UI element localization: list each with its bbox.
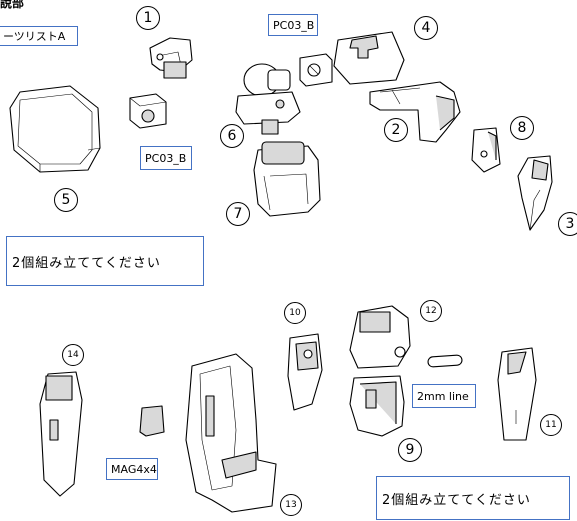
part-5-drawing: [9, 85, 101, 173]
page-title: 說部: [0, 0, 25, 10]
part-13-drawing: [185, 353, 277, 513]
magnet-label: MAG4x4: [106, 458, 158, 480]
part-4-drawing: [333, 31, 405, 85]
part-number-2: 2: [384, 118, 408, 142]
assemble-note-1: 2個組み立ててください: [6, 236, 204, 286]
part-6-drawing: [235, 63, 301, 135]
part-7-drawing: [253, 141, 321, 217]
assemble-note-2: 2個組み立ててください: [376, 476, 570, 520]
parts-list-label: ーツリストA: [0, 26, 78, 46]
part-3-drawing: [517, 155, 553, 231]
part-number-8: 8: [510, 116, 534, 140]
magnet-drawing: [139, 405, 165, 437]
part-number-11: 11: [540, 414, 562, 436]
part-2-drawing: [369, 81, 461, 143]
part-number-3: 3: [558, 212, 577, 236]
part-11-drawing: [497, 347, 537, 441]
line-label: 2mm line: [412, 384, 476, 408]
part-cube-left: [129, 93, 167, 129]
part-8-drawing: [471, 127, 501, 173]
part-number-10: 10: [284, 302, 306, 324]
part-number-13: 13: [280, 494, 302, 516]
part-1-drawing: [149, 37, 193, 79]
part-10-drawing: [287, 333, 323, 411]
part-14-drawing: [39, 371, 83, 497]
part-number-9: 9: [398, 438, 422, 462]
part-number-6: 6: [220, 124, 244, 148]
part-cube-top: [299, 53, 333, 87]
pc03-label-mid: PC03_B: [140, 146, 192, 170]
pc03-label-top: PC03_B: [268, 14, 318, 36]
part-12-drawing: [349, 305, 411, 369]
rod-drawing: [427, 354, 463, 368]
part-number-1: 1: [136, 6, 160, 30]
part-number-14: 14: [62, 344, 84, 366]
part-number-4: 4: [414, 16, 438, 40]
part-number-12: 12: [420, 300, 442, 322]
part-9-drawing: [349, 375, 405, 437]
part-number-5: 5: [54, 188, 78, 212]
part-number-7: 7: [226, 202, 250, 226]
